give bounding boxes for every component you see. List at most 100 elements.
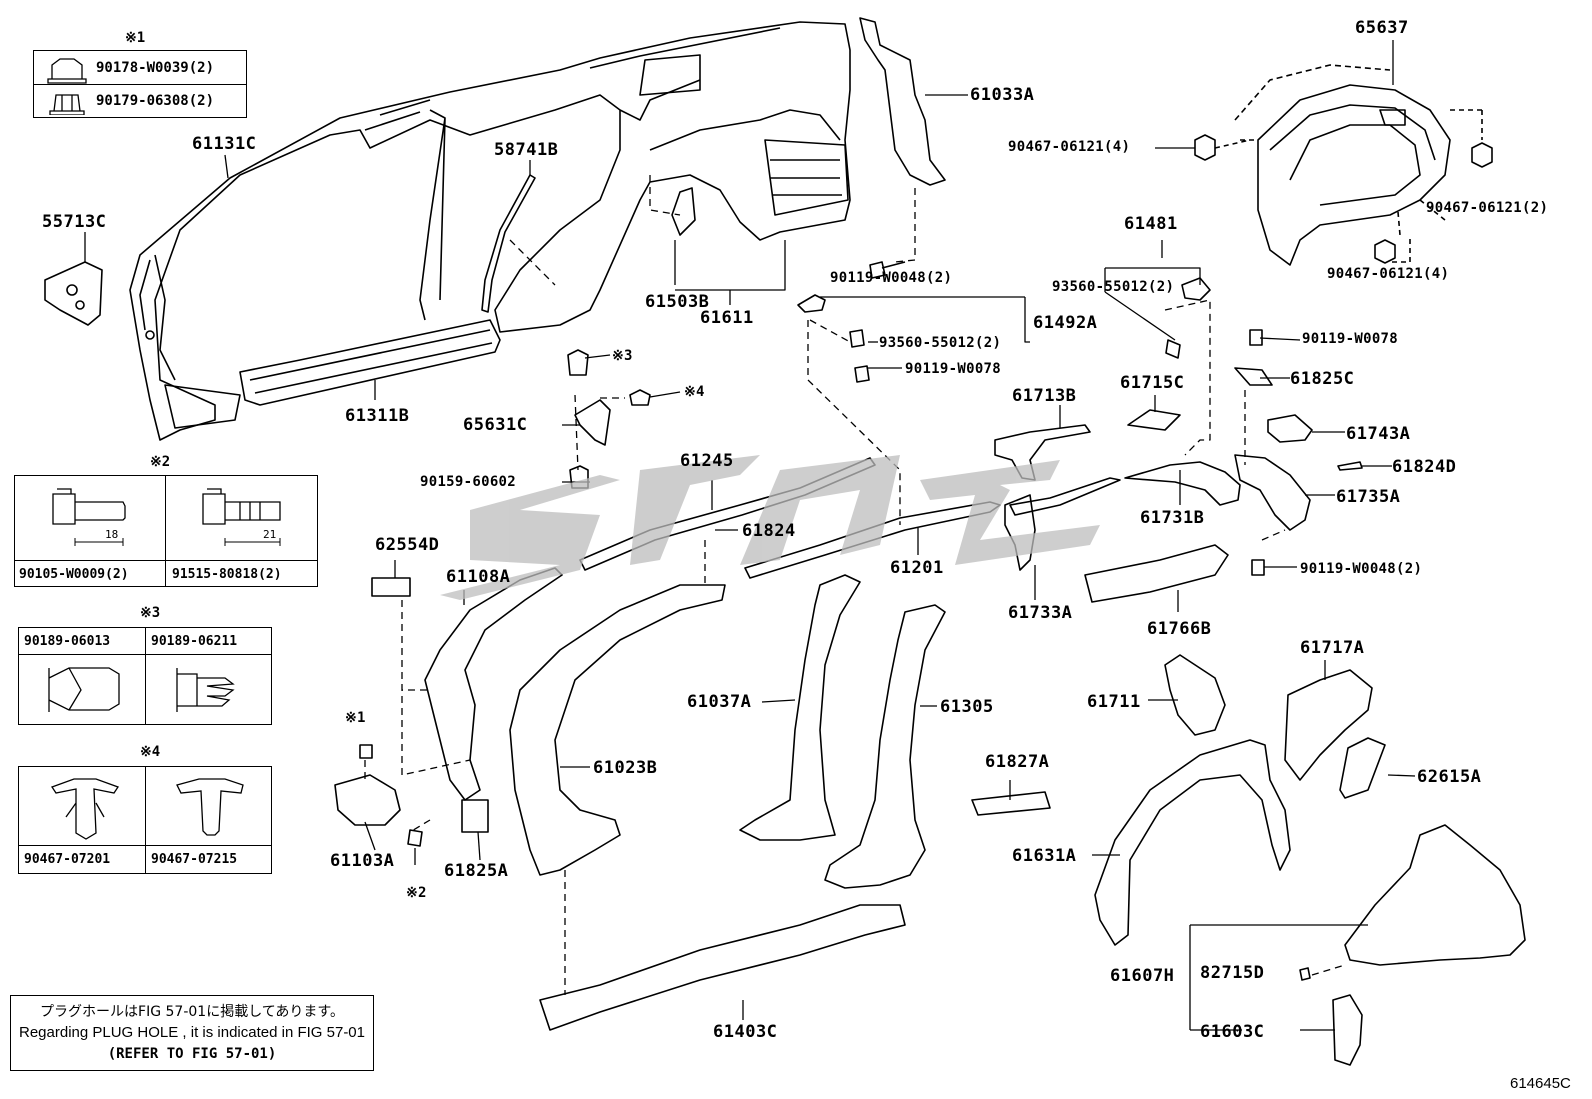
- legend-2-left-part: 90105-W0009(2): [19, 567, 129, 582]
- clip-icon: [48, 667, 120, 712]
- part-label-61713B[interactable]: 61713B: [1012, 386, 1077, 406]
- part-label-90119-W0048-upper[interactable]: 90119-W0048(2): [830, 270, 953, 286]
- part-label-61735A[interactable]: 61735A: [1336, 487, 1401, 507]
- part-label-61108A[interactable]: 61108A: [446, 567, 511, 587]
- part-label-61603C[interactable]: 61603C: [1200, 1022, 1265, 1042]
- part-label-62615A[interactable]: 62615A: [1417, 767, 1482, 787]
- fastener-icon: [176, 778, 244, 836]
- legend-2-right-part: 91515-80818(2): [172, 567, 282, 582]
- rocker-61311B-shape: [239, 319, 501, 406]
- legend-2-left-dim: 18: [105, 528, 119, 541]
- reinf-61603C-shape: [1332, 994, 1363, 1066]
- part-label-61711[interactable]: 61711: [1087, 692, 1141, 712]
- legend-4-mark: ※4: [140, 744, 161, 760]
- part-label-61131C[interactable]: 61131C: [192, 134, 257, 154]
- legend-3-left-part: 90189-06013: [24, 634, 111, 649]
- part-label-61715C[interactable]: 61715C: [1120, 373, 1185, 393]
- part-label-61743A[interactable]: 61743A: [1346, 424, 1411, 444]
- part-label-61103A[interactable]: 61103A: [330, 851, 395, 871]
- pad-61827A-shape: [971, 791, 1051, 816]
- pillar-61108A-shape: [424, 567, 563, 801]
- legend-2-right-dim: 21: [263, 528, 277, 541]
- legend-4-right-part: 90467-07215: [151, 852, 238, 867]
- part-label-90467-06121-bottom[interactable]: 90467-06121(4): [1327, 266, 1450, 282]
- bracket-61711-shape: [1164, 654, 1226, 736]
- clip-65631C-shape: [574, 399, 611, 446]
- part-label-65637[interactable]: 65637: [1355, 18, 1409, 38]
- part-label-61611[interactable]: 61611: [700, 308, 754, 328]
- part-label-61037A[interactable]: 61037A: [687, 692, 752, 712]
- push-clip-icon: [176, 668, 235, 712]
- part-label-61305[interactable]: 61305: [940, 697, 994, 717]
- legend-1-mark: ※1: [125, 30, 146, 46]
- nut-shapes: [1194, 109, 1493, 264]
- plate-61715C-shape: [1127, 409, 1181, 431]
- clip-mark-1: ※1: [345, 710, 366, 726]
- pad-62554D-shape: [371, 577, 411, 597]
- bracket-55713C-shape: [44, 261, 103, 326]
- part-label-61481[interactable]: 61481: [1124, 214, 1178, 234]
- extension-61033A-shape: [859, 17, 946, 186]
- reinf-61733A-shape: [1004, 494, 1036, 571]
- bracket-61481-shape: [1181, 277, 1211, 301]
- weatherstrip-58741B-shape: [481, 174, 536, 313]
- part-label-90119-W0078-left[interactable]: 90119-W0078: [905, 361, 1002, 377]
- part-label-61607H[interactable]: 61607H: [1110, 966, 1175, 986]
- bracket-61103A-shape: [334, 774, 401, 826]
- watermark-logo: [440, 455, 1100, 600]
- part-label-55713C[interactable]: 55713C: [42, 212, 107, 232]
- part-label-90159-60602[interactable]: 90159-60602: [420, 474, 517, 490]
- part-label-61033A[interactable]: 61033A: [970, 85, 1035, 105]
- pillar-61305-shape: [824, 604, 946, 889]
- reinf-61713B-shape: [994, 424, 1091, 481]
- legend-3-mark: ※3: [140, 605, 161, 621]
- side-outer-panel-shape: [129, 21, 851, 441]
- reinf-61717A-shape: [1284, 669, 1373, 781]
- part-label-82715D[interactable]: 82715D: [1200, 963, 1265, 983]
- part-label-90119-W0078-right[interactable]: 90119-W0078: [1302, 331, 1399, 347]
- legend-2-mark: ※2: [150, 454, 171, 470]
- part-label-61827A[interactable]: 61827A: [985, 752, 1050, 772]
- pad-61825A-shape: [461, 799, 489, 833]
- part-label-65631C[interactable]: 65631C: [463, 415, 528, 435]
- part-label-61503B[interactable]: 61503B: [645, 292, 710, 312]
- plug-82715D-shape: [1299, 967, 1311, 981]
- clip-mark-4: ※4: [684, 384, 705, 400]
- part-label-61766B[interactable]: 61766B: [1147, 619, 1212, 639]
- part-label-93560-55012-upper[interactable]: 93560-55012(2): [1052, 279, 1175, 295]
- part-label-61492A[interactable]: 61492A: [1033, 313, 1098, 333]
- part-label-62554D[interactable]: 62554D: [375, 535, 440, 555]
- plate-61766B-shape: [1084, 544, 1229, 603]
- part-label-61201[interactable]: 61201: [890, 558, 944, 578]
- legend-4-left-part: 90467-07201: [24, 852, 111, 867]
- part-label-61245[interactable]: 61245: [680, 451, 734, 471]
- part-label-61717A[interactable]: 61717A: [1300, 638, 1365, 658]
- bracket-61743A-shape: [1267, 414, 1313, 443]
- part-label-90467-06121-right[interactable]: 90467-06121(2): [1426, 200, 1549, 216]
- rocker-61403C-shape: [539, 904, 906, 1031]
- part-label-61825A[interactable]: 61825A: [444, 861, 509, 881]
- part-label-58741B[interactable]: 58741B: [494, 140, 559, 160]
- part-label-61023B[interactable]: 61023B: [593, 758, 658, 778]
- part-label-61631A[interactable]: 61631A: [1012, 846, 1077, 866]
- part-label-61311B[interactable]: 61311B: [345, 406, 410, 426]
- reinf-61735A-shape: [1234, 454, 1311, 531]
- trim-clip-icon: [51, 778, 119, 840]
- part-label-61824D[interactable]: 61824D: [1392, 457, 1457, 477]
- part-label-61825C[interactable]: 61825C: [1290, 369, 1355, 389]
- part-label-90467-06121-left[interactable]: 90467-06121(4): [1008, 139, 1131, 155]
- note-reference: (REFER TO FIG 57-01): [107, 1046, 277, 1062]
- part-label-61403C[interactable]: 61403C: [713, 1022, 778, 1042]
- note-english: Regarding PLUG HOLE , it is indicated in…: [19, 1024, 365, 1041]
- stud-bolt-icon: [202, 488, 281, 546]
- legend-1-part-1: 90178-W0039(2): [96, 60, 215, 76]
- part-label-90119-W0048-lower[interactable]: 90119-W0048(2): [1300, 561, 1423, 577]
- part-label-61731B[interactable]: 61731B: [1140, 508, 1205, 528]
- pillar-61023B-shape: [509, 584, 726, 876]
- wheelhouse-61607H-shape: [1344, 824, 1526, 966]
- clip-mark-3: ※3: [612, 348, 633, 364]
- part-label-93560-55012-lower[interactable]: 93560-55012(2): [879, 335, 1002, 351]
- part-label-61733A[interactable]: 61733A: [1008, 603, 1073, 623]
- part-label-61824[interactable]: 61824: [742, 521, 796, 541]
